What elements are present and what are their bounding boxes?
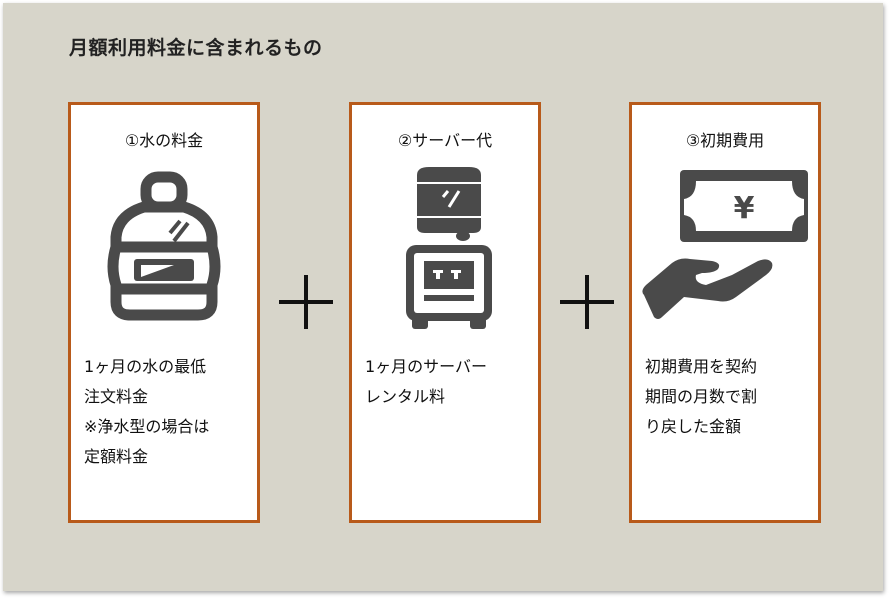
panel-title: 月額利用料金に含まれるもの — [69, 37, 323, 59]
pricing-panel: 月額利用料金に含まれるもの ①水の料金 1ヶ月の水の最低 注文料金 ※浄水型の場… — [3, 3, 883, 591]
svg-text:¥: ¥ — [734, 191, 755, 226]
yen-bill-hand-icon: ¥ — [632, 167, 818, 337]
plus-icon — [560, 275, 614, 329]
water-bottle-icon — [71, 167, 257, 337]
card-title: ②サーバー代 — [397, 131, 493, 150]
card-description: 1ヶ月の水の最低 注文料金 ※浄水型の場合は 定額料金 — [84, 357, 210, 466]
plus-icon — [279, 275, 333, 329]
card-title: ③初期費用 — [685, 131, 765, 150]
card-description: 1ヶ月のサーバー レンタル料 — [365, 357, 488, 406]
card-description: 初期費用を契約 期間の月数で割 り戻した金額 — [645, 357, 758, 436]
card-initial-cost: ③初期費用 ¥ 初期費用を契約 期間の月数で割 り戻した金額 — [629, 102, 821, 523]
card-water-fee: ①水の料金 1ヶ月の水の最低 注文料金 ※浄水型の場合は 定額料金 — [68, 102, 260, 523]
card-server-fee: ②サーバー代 1ヶ月のサーバー レンタル料 — [349, 102, 541, 523]
card-title: ①水の料金 — [124, 131, 204, 150]
water-server-icon — [352, 167, 538, 337]
